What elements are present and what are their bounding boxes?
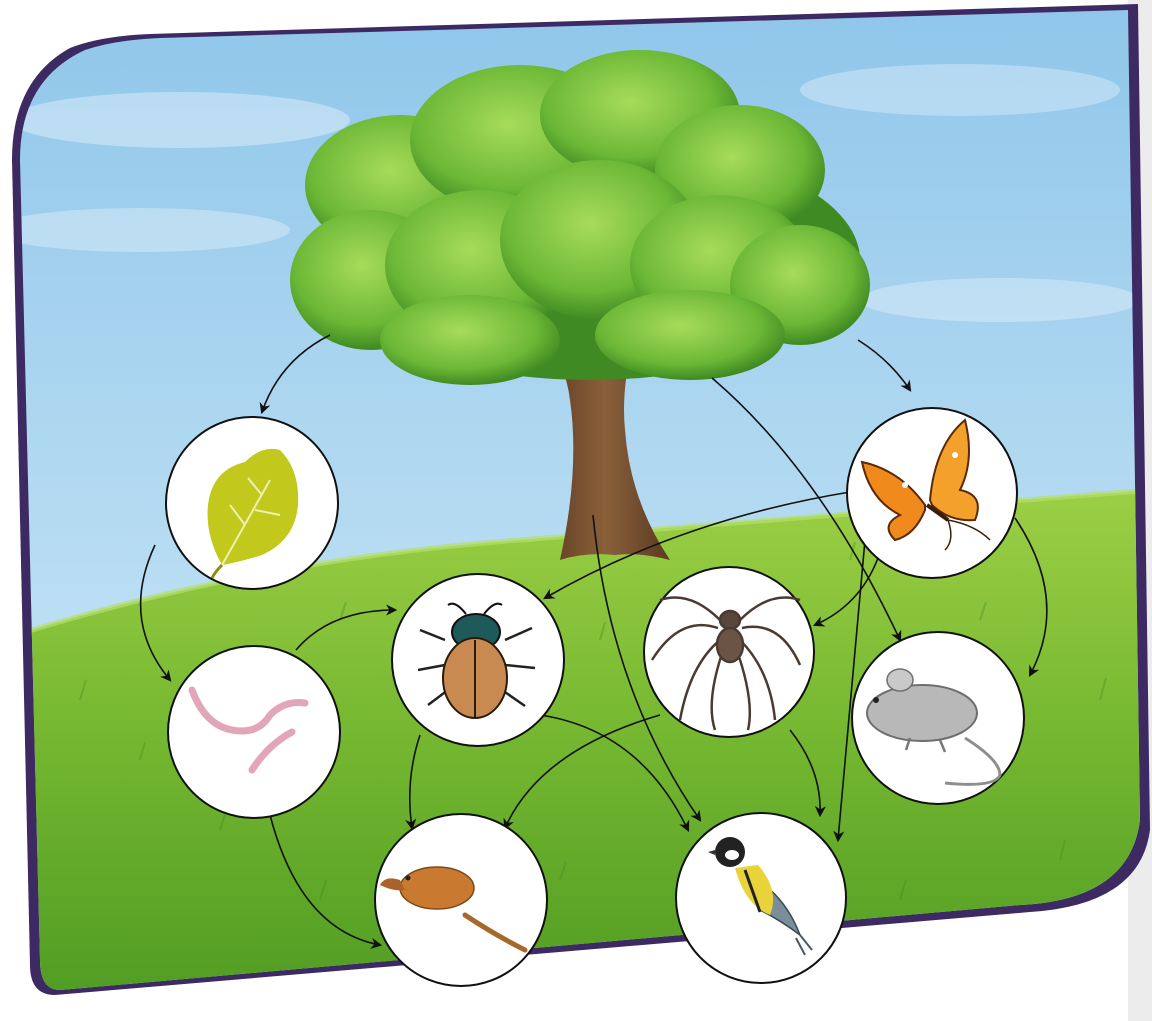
- node-earthworm: [168, 646, 340, 818]
- cloud: [860, 278, 1140, 322]
- cloud: [800, 64, 1120, 116]
- node-dead-leaf: [166, 417, 338, 589]
- node-bird: [676, 813, 846, 983]
- cloud: [0, 208, 290, 252]
- node-shrew: [375, 814, 547, 986]
- node-mouse: [852, 632, 1024, 804]
- cloud: [10, 92, 350, 148]
- node-spider: [644, 567, 814, 737]
- node-butterfly: [847, 408, 1017, 578]
- node-beetle: [392, 574, 564, 746]
